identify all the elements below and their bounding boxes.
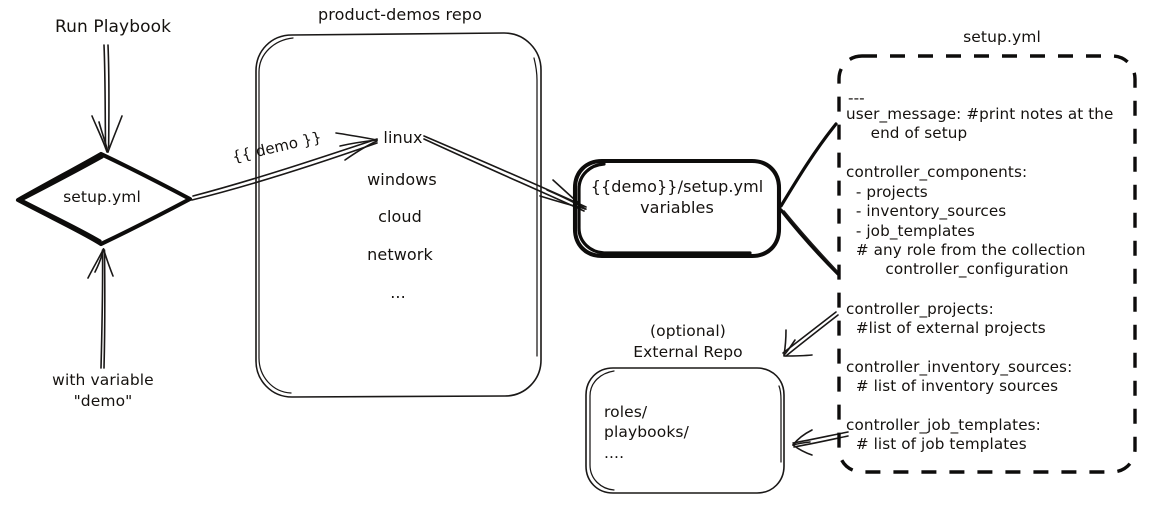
- setup-yml-line-0: ---: [848, 89, 865, 107]
- node-external-repo-box[interactable]: [585, 367, 785, 494]
- label-setup-yml-dashed-title: setup.yml: [963, 28, 1041, 46]
- connector-setup-yml-to-variables: [779, 122, 840, 276]
- arrow-job-templates-to-external-repo: [792, 429, 849, 456]
- node-setup-yml-dashed-box[interactable]: [837, 54, 1137, 474]
- node-product-demos-repo-box[interactable]: [255, 32, 542, 398]
- setup-yml-line-14: controller_inventory_sources:: [846, 358, 1073, 376]
- setup-yml-line-6: - inventory_sources: [846, 202, 1007, 220]
- label-product-demos-repo-title: product-demos repo: [318, 5, 482, 24]
- arrow-demo-to-linux: [191, 132, 378, 201]
- arrow-projects-to-external-repo: [782, 311, 839, 357]
- setup-yml-line-17: controller_job_templates:: [846, 416, 1041, 434]
- label-with-variable: with variable "demo": [52, 371, 154, 410]
- setup-yml-line-11: controller_projects:: [846, 300, 994, 318]
- setup-yml-line-9: controller_configuration: [846, 260, 1069, 278]
- setup-yml-line-5: - projects: [846, 183, 928, 201]
- label-run-playbook: Run Playbook: [54, 17, 172, 37]
- arrow-run-playbook: [91, 44, 123, 153]
- setup-yml-line-2: end of setup: [846, 124, 968, 142]
- setup-yml-line-1: user_message: #print notes at the: [846, 105, 1114, 123]
- repo-item-windows: windows: [367, 170, 437, 189]
- setup-yml-line-18: # list of job templates: [846, 435, 1027, 453]
- setup-yml-line-12: #list of external projects: [846, 319, 1046, 337]
- label-external-repo-items: roles/ playbooks/ ....: [604, 403, 689, 462]
- label-demo-setup-vars: {{demo}}/setup.yml variables: [590, 177, 764, 217]
- arrow-linux-to-variables: [423, 135, 587, 212]
- setup-yml-line-8: # any role from the collection: [846, 241, 1086, 259]
- repo-item-linux: linux: [383, 128, 423, 147]
- repo-item-network: network: [367, 245, 433, 264]
- node-setup-yml-diamond[interactable]: [15, 151, 193, 247]
- setup-yml-line-7: - job_templates: [846, 222, 975, 240]
- setup-yml-line-15: # list of inventory sources: [846, 377, 1059, 395]
- repo-item-ellipsis: ...: [390, 283, 406, 302]
- arrow-with-variable: [87, 248, 114, 369]
- setup-yml-line-4: controller_components:: [846, 163, 1028, 181]
- label-external-repo-title: (optional) External Repo: [633, 322, 743, 361]
- node-demo-setup-vars-box[interactable]: [572, 158, 782, 259]
- repo-item-cloud: cloud: [378, 207, 422, 226]
- label-setup-yml-node: setup.yml: [63, 188, 141, 206]
